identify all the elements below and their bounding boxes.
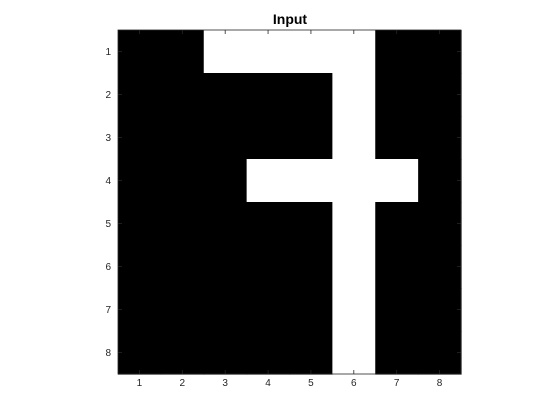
heatmap-cell [246, 159, 291, 203]
x-tick-label: 4 [265, 378, 271, 389]
x-tick-label: 3 [222, 378, 228, 389]
heatmap-cell [418, 331, 462, 375]
heatmap-cell [160, 73, 205, 117]
heatmap-cell [203, 116, 248, 160]
heatmap-cell [332, 159, 376, 203]
heatmap-cell [289, 202, 333, 246]
heatmap-cell [289, 159, 333, 203]
y-tick-label: 5 [105, 219, 111, 230]
heatmap-cell [332, 73, 376, 117]
heatmap-cell [375, 73, 419, 117]
x-tick-label: 1 [137, 378, 143, 389]
heatmap-cell [160, 331, 205, 375]
heatmap-cell [118, 159, 162, 203]
heatmap-cell [289, 30, 333, 74]
axes-box [117, 29, 462, 375]
heatmap-cell [332, 331, 376, 375]
y-tick-label: 6 [105, 262, 111, 273]
heatmap-cell [118, 116, 162, 160]
heatmap-cell [118, 331, 162, 375]
heatmap-cell [203, 30, 248, 74]
heatmap-cell [118, 288, 162, 332]
heatmap-cell [418, 245, 462, 289]
heatmap-cells [118, 30, 462, 375]
y-tick-label: 2 [105, 90, 111, 101]
heatmap-cell [375, 30, 419, 74]
heatmap-cell [375, 202, 419, 246]
heatmap-cell [289, 116, 333, 160]
x-tick-label: 6 [351, 378, 357, 389]
y-tick-label: 8 [105, 348, 111, 359]
y-tick-labels: 1 2 3 4 5 6 7 8 [105, 47, 111, 359]
heatmap-cell [160, 159, 205, 203]
heatmap-cell [332, 116, 376, 160]
heatmap-cell [375, 331, 419, 375]
y-tick-label: 1 [105, 47, 111, 58]
heatmap-cell [418, 159, 462, 203]
heatmap-cell [160, 288, 205, 332]
heatmap-cell [246, 116, 291, 160]
heatmap-cell [203, 202, 248, 246]
chart-title: Input [273, 11, 308, 27]
heatmap-cell [289, 73, 333, 117]
heatmap-cell [375, 245, 419, 289]
heatmap-cell [332, 288, 376, 332]
heatmap-cell [118, 30, 162, 74]
y-tick-label: 7 [105, 305, 111, 316]
heatmap-cell [118, 73, 162, 117]
axis-ticks [118, 30, 461, 374]
heatmap-cell [289, 331, 333, 375]
x-tick-label: 8 [437, 378, 443, 389]
heatmap-cell [118, 245, 162, 289]
heatmap-cell [332, 202, 376, 246]
heatmap-cell [246, 73, 291, 117]
heatmap-cell [160, 245, 205, 289]
heatmap-cell [246, 288, 291, 332]
heatmap-cell [246, 30, 291, 74]
heatmap-cell [375, 116, 419, 160]
heatmap-cell [246, 245, 291, 289]
heatmap-cell [160, 116, 205, 160]
heatmap-cell [160, 30, 205, 74]
heatmap-cell [332, 30, 376, 74]
heatmap-cell [375, 159, 419, 203]
heatmap-cell [246, 202, 291, 246]
x-tick-label: 7 [394, 378, 400, 389]
x-tick-label: 2 [180, 378, 186, 389]
x-tick-label: 5 [308, 378, 314, 389]
heatmap-cell [289, 288, 333, 332]
heatmap-cell [203, 159, 248, 203]
y-tick-label: 4 [105, 176, 111, 187]
heatmap-cell [375, 288, 419, 332]
heatmap-cell [246, 331, 291, 375]
x-tick-labels: 1 2 3 4 5 6 7 8 [137, 378, 443, 389]
heatmap-cell [332, 245, 376, 289]
heatmap-cell [203, 288, 248, 332]
heatmap-cell [160, 202, 205, 246]
heatmap-cell [418, 116, 462, 160]
heatmap-cell [203, 331, 248, 375]
heatmap-cell [118, 202, 162, 246]
heatmap-cell [289, 245, 333, 289]
heatmap-cell [203, 73, 248, 117]
heatmap-cell [418, 30, 462, 74]
heatmap-cell [418, 288, 462, 332]
heatmap-cell [203, 245, 248, 289]
heatmap-cell [418, 202, 462, 246]
heatmap-cell [418, 73, 462, 117]
y-tick-label: 3 [105, 133, 111, 144]
